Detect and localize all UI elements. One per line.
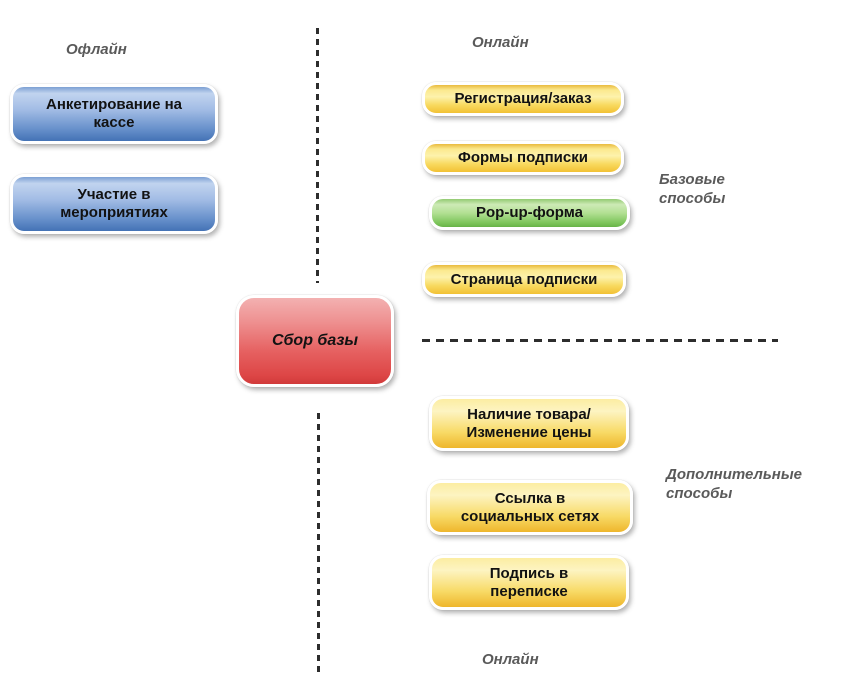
basic-methods-label: Базовые способы <box>659 171 726 207</box>
offline-zone-label: Офлайн <box>66 41 127 58</box>
node-popup-form: Pop-up-форма <box>429 196 630 230</box>
node-social-network-link: Ссылка в социальных сетях <box>427 480 633 535</box>
node-survey-at-checkout: Анкетирование на кассе <box>10 84 218 144</box>
vertical-divider-bottom <box>317 413 320 673</box>
node-database-collection: Сбор базы <box>236 295 394 387</box>
vertical-divider-top <box>316 28 319 283</box>
node-subscription-page: Страница подписки <box>422 262 626 297</box>
online-zone-label-bottom: Онлайн <box>482 651 539 668</box>
node-registration-order: Регистрация/заказ <box>422 82 624 116</box>
node-stock-price-change: Наличие товара/ Изменение цены <box>429 396 629 451</box>
additional-methods-label: Дополнительные способы <box>666 466 802 502</box>
node-subscription-forms: Формы подписки <box>422 141 624 175</box>
node-email-signature: Подпись в переписке <box>429 555 629 610</box>
online-zone-label-top: Онлайн <box>472 34 529 51</box>
horizontal-divider <box>422 339 778 342</box>
node-event-participation: Участие в мероприятиях <box>10 174 218 234</box>
